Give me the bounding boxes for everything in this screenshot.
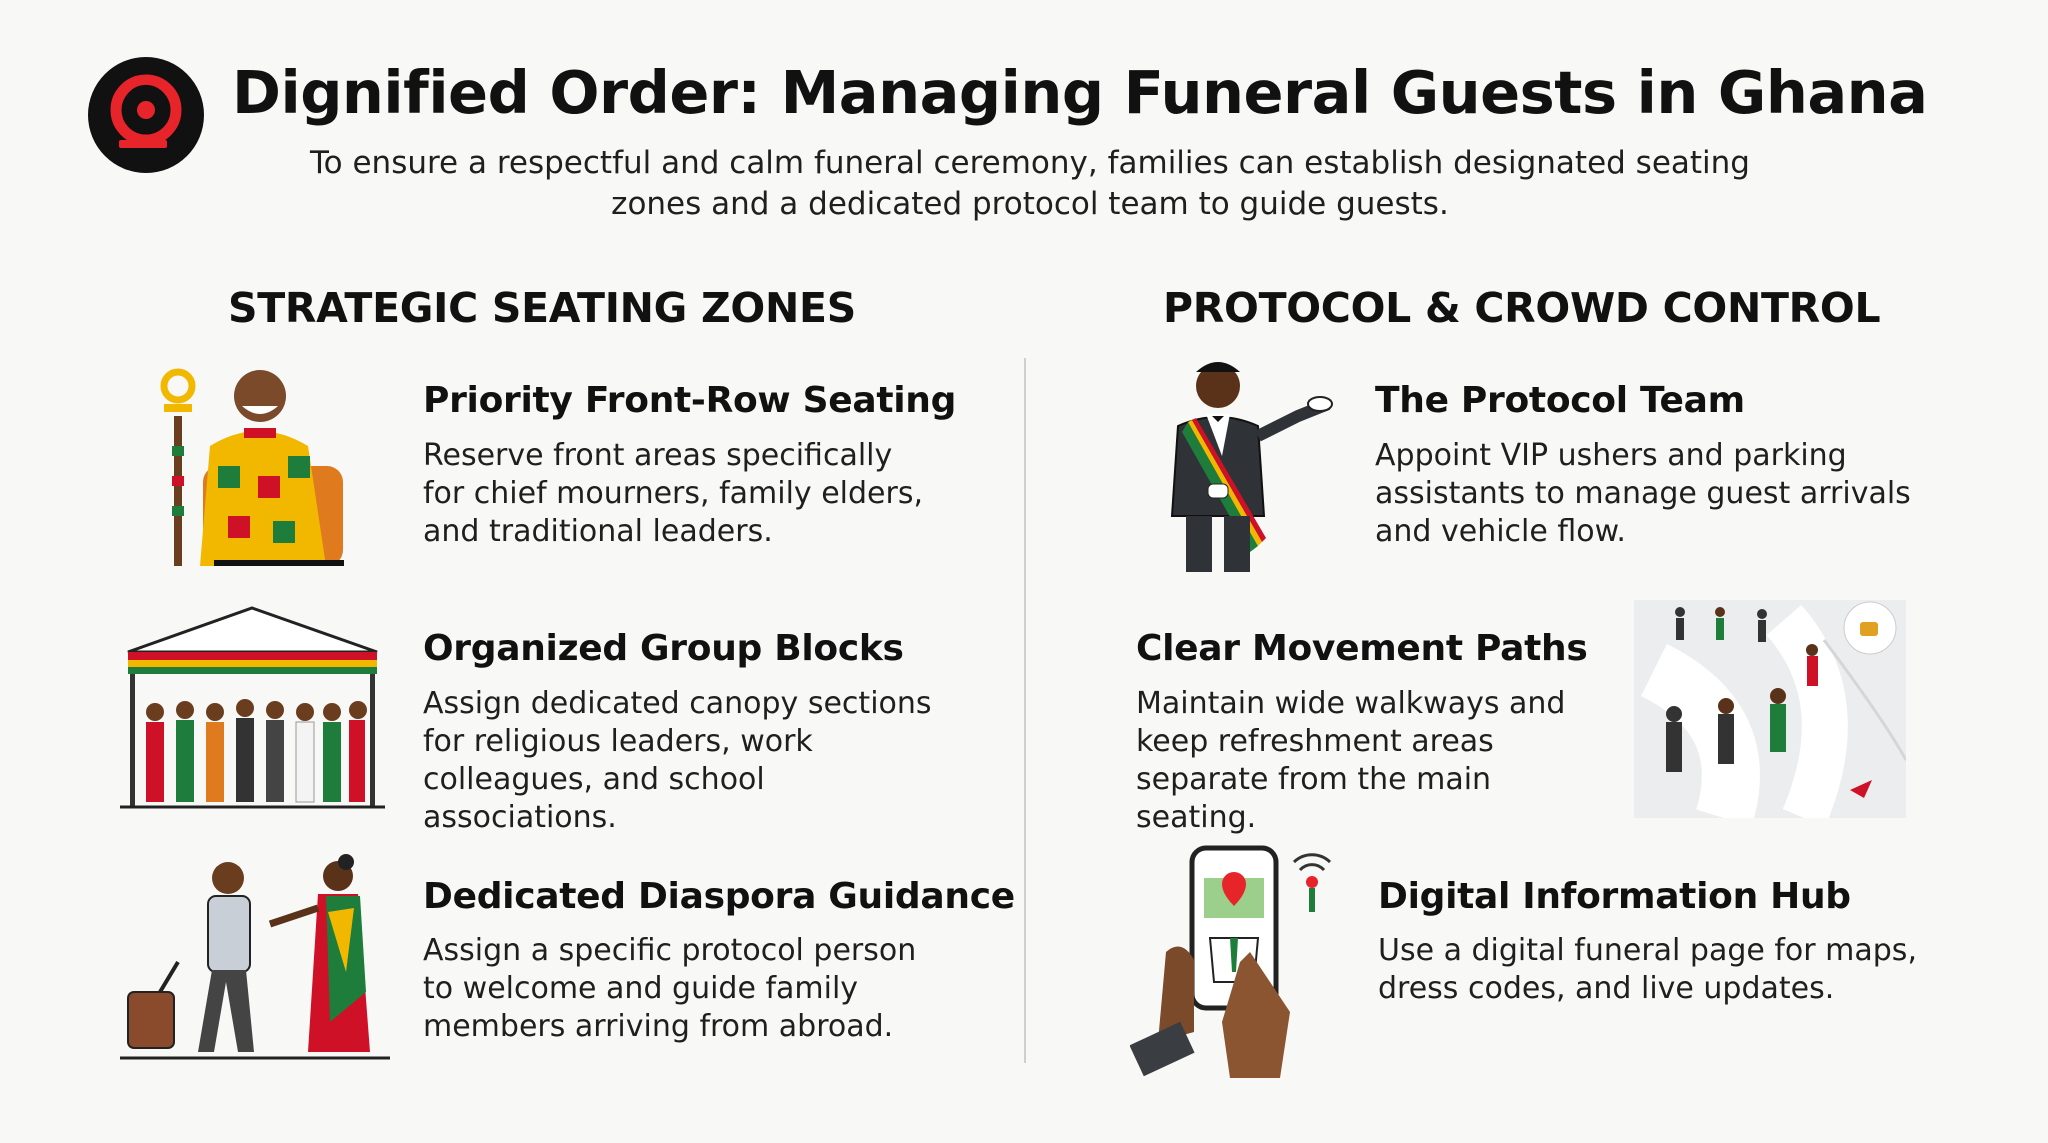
item-text-movement-paths: Maintain wide walkways and keep refreshm… (1136, 686, 1566, 835)
page-title: Dignified Order: Managing Funeral Guests… (232, 58, 1928, 127)
item-title-movement-paths: Clear Movement Paths (1136, 628, 1588, 669)
section-heading-protocol: PROTOCOL & CROWD CONTROL (1163, 284, 1881, 332)
seated-chief-icon (160, 368, 344, 566)
column-divider (1024, 358, 1026, 1063)
section-heading-seating: STRATEGIC SEATING ZONES (228, 284, 856, 332)
item-text-digital-hub: Use a digital funeral page for maps, dre… (1378, 933, 1917, 1006)
usher-icon (1170, 362, 1333, 572)
item-title-diaspora: Dedicated Diaspora Guidance (423, 876, 1015, 917)
walkway-map-icon (1634, 600, 1906, 818)
smartphone-map-icon (1130, 845, 1332, 1078)
item-title-group-blocks: Organized Group Blocks (423, 628, 904, 669)
canopy-group-icon (120, 606, 385, 809)
item-title-protocol-team: The Protocol Team (1375, 380, 1745, 421)
diaspora-welcome-icon (120, 854, 390, 1060)
item-text-group-blocks: Assign dedicated canopy sections for rel… (423, 686, 932, 835)
item-text-protocol-team: Appoint VIP ushers and parking assistant… (1375, 438, 1911, 549)
page-subtitle: To ensure a respectful and calm funeral … (309, 145, 1750, 222)
item-title-digital-hub: Digital Information Hub (1378, 876, 1851, 917)
item-text-priority-seating: Reserve front areas specifically for chi… (423, 438, 924, 549)
item-text-diaspora: Assign a specific protocol person to wel… (423, 933, 917, 1044)
item-title-priority-seating: Priority Front-Row Seating (423, 380, 957, 421)
brand-logo-icon (88, 57, 204, 173)
